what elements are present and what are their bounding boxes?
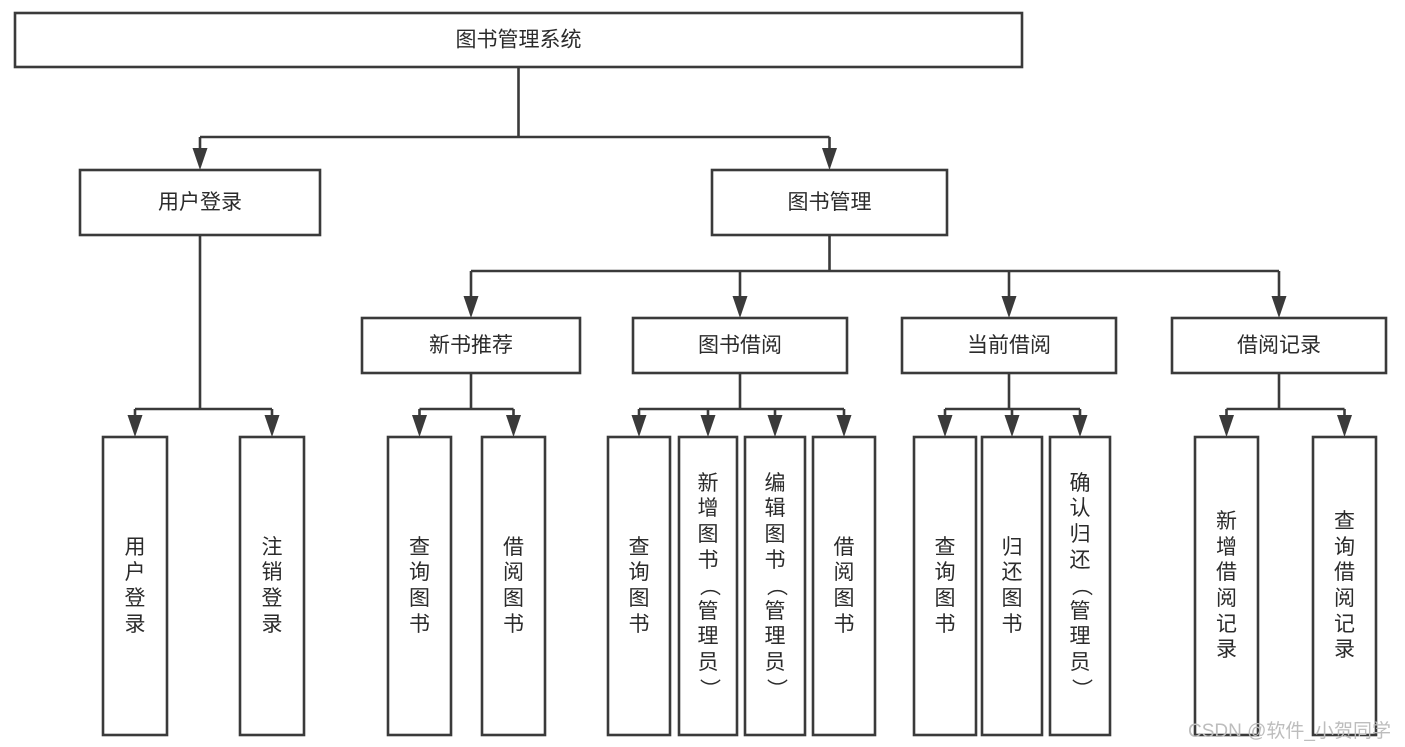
node-label-新书推荐: 新书推荐 xyxy=(429,334,513,357)
arrow-head-icon xyxy=(767,415,783,437)
watermark: CSDN @软件_小贺同学 xyxy=(1188,721,1391,742)
node-box-借阅记录[interactable] xyxy=(1170,316,1388,375)
arrow-head-icon xyxy=(192,148,208,170)
leaf-box-确认归还（管理员）[interactable] xyxy=(1048,435,1112,737)
node-box-root[interactable] xyxy=(13,11,1024,69)
node-box-图书管理[interactable] xyxy=(710,168,949,237)
node-label-用户登录: 用户登录 xyxy=(158,191,242,214)
node-box-用户登录[interactable] xyxy=(78,168,322,237)
node-label-root: 图书管理系统 xyxy=(456,29,582,52)
arrow-head-icon xyxy=(506,415,521,437)
node-box-图书借阅[interactable] xyxy=(631,316,849,375)
node-box-layer xyxy=(13,11,1388,737)
node-label-图书管理: 图书管理 xyxy=(788,191,872,214)
node-label-图书借阅: 图书借阅 xyxy=(698,334,782,357)
leaf-box-查询图书[interactable] xyxy=(912,435,978,737)
leaf-box-注销登录[interactable] xyxy=(238,435,306,737)
arrow-head-icon xyxy=(127,415,143,437)
connector-layer xyxy=(127,67,1352,437)
leaf-box-查询图书[interactable] xyxy=(386,435,453,737)
leaf-box-归还图书[interactable] xyxy=(980,435,1044,737)
arrow-head-icon xyxy=(822,148,837,170)
leaf-box-编辑图书（管理员）[interactable] xyxy=(743,435,807,737)
leaf-box-查询借阅记录[interactable] xyxy=(1311,435,1378,737)
arrow-head-icon xyxy=(1004,415,1020,437)
arrow-head-icon xyxy=(836,415,852,437)
leaf-box-查询图书[interactable] xyxy=(606,435,672,737)
node-box-当前借阅[interactable] xyxy=(900,316,1118,375)
arrow-head-icon xyxy=(732,296,748,318)
arrow-head-icon xyxy=(1001,296,1017,318)
leaf-box-用户登录[interactable] xyxy=(101,435,169,737)
leaf-box-新增图书（管理员）[interactable] xyxy=(677,435,739,737)
arrow-head-icon xyxy=(1271,296,1287,318)
node-label-借阅记录: 借阅记录 xyxy=(1237,334,1321,357)
arrow-head-icon xyxy=(631,415,647,437)
arrow-head-icon xyxy=(1072,415,1088,437)
arrow-head-icon xyxy=(264,415,280,437)
arrow-head-icon xyxy=(463,296,479,318)
arrow-head-icon xyxy=(1219,415,1234,437)
arrow-head-icon xyxy=(700,415,716,437)
arrow-head-icon xyxy=(937,415,953,437)
node-label-当前借阅: 当前借阅 xyxy=(967,334,1051,357)
leaf-box-新增借阅记录[interactable] xyxy=(1193,435,1260,737)
leaf-box-借阅图书[interactable] xyxy=(480,435,547,737)
leaf-box-借阅图书[interactable] xyxy=(811,435,877,737)
arrow-head-icon xyxy=(412,415,427,437)
node-box-新书推荐[interactable] xyxy=(360,316,582,375)
arrow-head-icon xyxy=(1337,415,1352,437)
